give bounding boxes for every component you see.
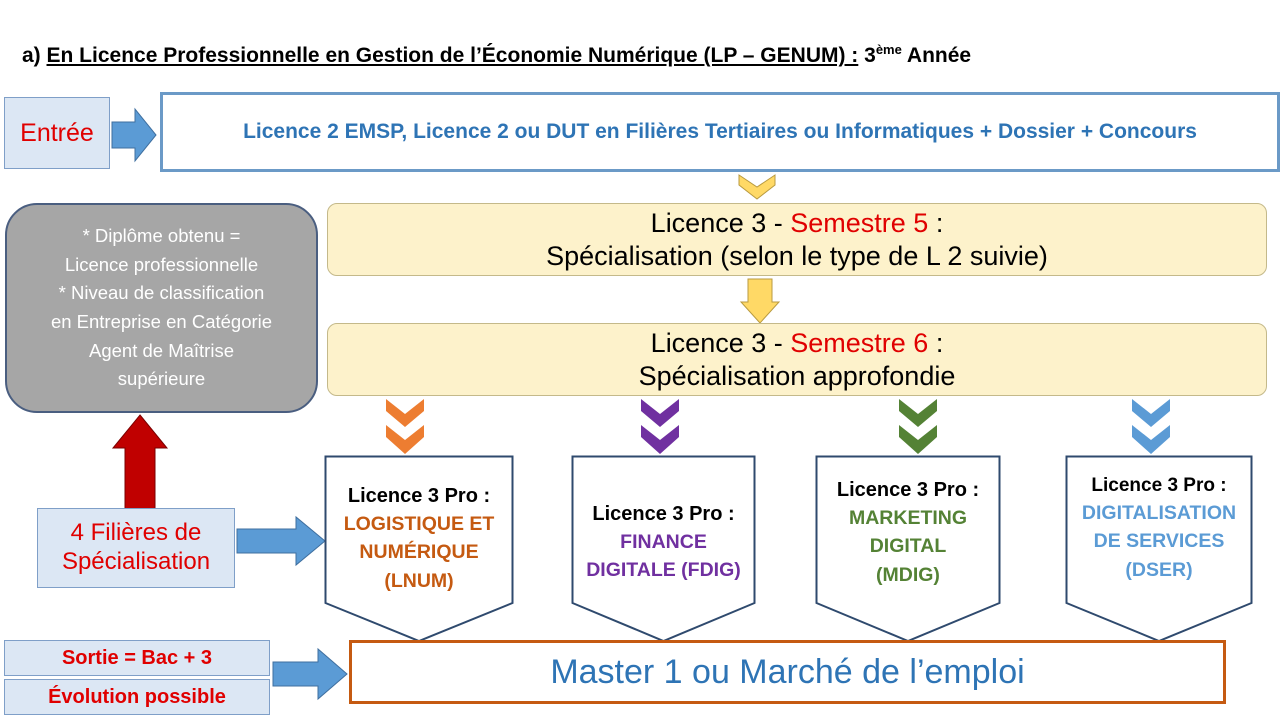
specialization-card-lnum: Licence 3 Pro : LOGISTIQUE ET NUMÉRIQUE … bbox=[324, 455, 514, 643]
filieres-label-line: Spécialisation bbox=[61, 548, 211, 575]
diploma-line: * Niveau de classification bbox=[58, 282, 265, 304]
semester-6-title: Licence 3 - Semestre 6 : bbox=[651, 327, 944, 360]
entry-requirements-text: Licence 2 EMSP, Licence 2 ou DUT en Fili… bbox=[243, 120, 1197, 143]
heading-program: En Licence Professionnelle en Gestion de… bbox=[46, 44, 859, 67]
specialization-card-shape bbox=[815, 455, 1001, 643]
specialization-card-mdig: Licence 3 Pro : MARKETING DIGITAL (MDIG) bbox=[815, 455, 1001, 643]
specialization-name-line: (MDIG) bbox=[876, 563, 940, 586]
specialization-name-line: DIGITALE (FDIG) bbox=[586, 559, 741, 582]
diploma-line: Licence professionnelle bbox=[64, 253, 259, 275]
semester-5-description: Spécialisation (selon le type de L 2 sui… bbox=[546, 240, 1048, 271]
semester-5-box: Licence 3 - Semestre 5 : Spécialisation … bbox=[327, 203, 1267, 276]
semester-5-suffix: : bbox=[928, 207, 944, 238]
outcome-arrow bbox=[272, 647, 348, 701]
specialization-name-line: DE SERVICES bbox=[1093, 530, 1225, 553]
diploma-line: supérieure bbox=[117, 368, 206, 390]
semester-6-name: Semestre 6 bbox=[790, 327, 929, 358]
evolution-label: Évolution possible bbox=[48, 685, 226, 708]
specialization-card-dser: Licence 3 Pro : DIGITALISATION DE SERVIC… bbox=[1065, 455, 1253, 643]
heading-year-word: Année bbox=[901, 44, 972, 67]
double-chevron-icon-purple bbox=[641, 399, 679, 454]
chevron-down-icon bbox=[738, 174, 776, 200]
entry-requirements-box: Licence 2 EMSP, Licence 2 ou DUT en Fili… bbox=[160, 92, 1280, 172]
heading-year-number: 3 bbox=[858, 44, 876, 67]
diploma-line: en Entreprise en Catégorie bbox=[50, 311, 273, 332]
double-chevron-icon-blue bbox=[1132, 399, 1170, 454]
sortie-label-box: Sortie = Bac + 3 bbox=[4, 640, 270, 676]
diploma-line: * Diplôme obtenu = bbox=[82, 224, 241, 246]
entree-label: Entrée bbox=[20, 118, 94, 147]
specialization-heading: Licence 3 Pro : bbox=[836, 479, 980, 501]
specialization-name-line: DIGITAL bbox=[869, 535, 947, 558]
evolution-label-box: Évolution possible bbox=[4, 679, 270, 715]
heading-prefix: a) bbox=[22, 44, 47, 67]
arrow-up-icon bbox=[111, 414, 169, 510]
specialization-name-line: NUMÉRIQUE bbox=[359, 541, 479, 564]
double-chevron-icon-orange bbox=[386, 399, 424, 454]
specialization-name-line: MARKETING bbox=[848, 507, 968, 529]
double-chevron-icon-green bbox=[899, 399, 937, 454]
specialization-card-shape bbox=[571, 455, 756, 643]
specialization-card-fdig: Licence 3 Pro : FINANCE DIGITALE (FDIG) bbox=[571, 455, 756, 643]
sortie-label: Sortie = Bac + 3 bbox=[61, 646, 213, 669]
specialization-name-line: FINANCE bbox=[620, 531, 707, 553]
specialization-name-line: DIGITALISATION bbox=[1081, 502, 1237, 524]
specialization-heading: Licence 3 Pro : bbox=[592, 503, 735, 525]
semester-6-suffix: : bbox=[928, 327, 944, 358]
specialization-name-line: (DSER) bbox=[1125, 558, 1193, 581]
specialization-name-line: (LNUM) bbox=[384, 569, 454, 592]
page-title: a) En Licence Professionnelle en Gestion… bbox=[22, 42, 971, 68]
filieres-arrow bbox=[236, 515, 326, 567]
specialization-card-shape bbox=[1065, 455, 1253, 643]
entree-label-box: Entrée bbox=[4, 97, 110, 169]
heading-year-superscript: ème bbox=[875, 42, 902, 57]
semester-6-prefix: Licence 3 - bbox=[650, 327, 791, 358]
arrow-down-icon bbox=[739, 278, 781, 324]
semester-5-prefix: Licence 3 - bbox=[650, 207, 791, 238]
entree-arrow bbox=[111, 107, 157, 163]
outcome-box: Master 1 ou Marché de l’emploi bbox=[349, 640, 1226, 704]
specialization-heading: Licence 3 Pro : bbox=[1091, 475, 1227, 496]
diploma-line: Agent de Maîtrise bbox=[89, 339, 234, 361]
outcome-text: Master 1 ou Marché de l’emploi bbox=[550, 652, 1025, 691]
specialization-heading: Licence 3 Pro : bbox=[347, 485, 491, 507]
specialization-card-shape bbox=[324, 455, 514, 643]
semester-5-name: Semestre 5 bbox=[790, 207, 929, 238]
semester-6-description: Spécialisation approfondie bbox=[638, 360, 956, 391]
diploma-info-box: * Diplôme obtenu = Licence professionnel… bbox=[5, 203, 318, 413]
semester-6-box: Licence 3 - Semestre 6 : Spécialisation … bbox=[327, 323, 1267, 396]
filieres-label-box: 4 Filières de Spécialisation bbox=[37, 508, 235, 588]
semester-5-title: Licence 3 - Semestre 5 : bbox=[651, 207, 944, 240]
specialization-name-line: LOGISTIQUE ET bbox=[343, 513, 495, 535]
filieres-label-line: 4 Filières de bbox=[70, 519, 202, 547]
